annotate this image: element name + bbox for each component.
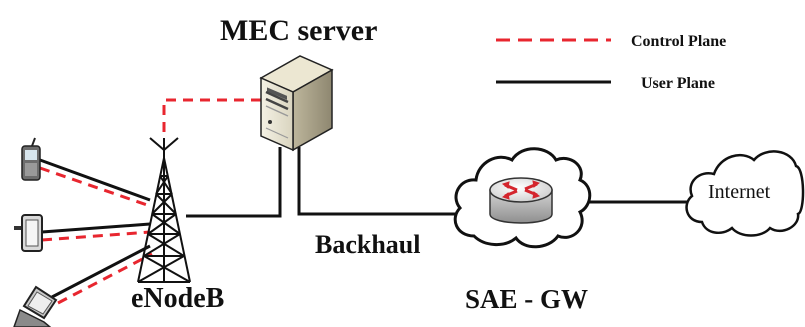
user-link-phone — [39, 158, 151, 202]
backhaul-label: Backhaul — [315, 230, 421, 259]
router-icon — [489, 177, 553, 224]
enodeb-label: eNodeB — [131, 283, 224, 314]
cloud-icon — [685, 150, 805, 237]
control-link-tablet — [41, 230, 151, 242]
legend: Control Plane User Plane — [496, 33, 726, 92]
user-link-tablet — [41, 222, 151, 234]
control-link-server-enodeb — [162, 98, 261, 135]
links — [39, 98, 690, 305]
user-link-laptop — [51, 244, 151, 299]
phone-icon — [21, 137, 41, 181]
legend-user-plane-label: User Plane — [641, 75, 715, 92]
sae-gw-label: SAE - GW — [465, 284, 588, 314]
internet-label: Internet — [708, 181, 771, 203]
internet-node: Internet — [685, 150, 805, 237]
legend-control-plane-label: Control Plane — [631, 33, 726, 50]
cell-tower-icon — [137, 137, 191, 283]
laptop-icon — [13, 285, 58, 327]
server-icon — [259, 55, 334, 152]
user-link-server-enodeb — [186, 147, 282, 218]
backhaul-link — [297, 147, 470, 216]
mec-server-label: MEC server — [220, 14, 377, 47]
sae-gw-node — [453, 147, 592, 249]
tablet-icon — [14, 214, 43, 252]
control-link-laptop — [57, 252, 153, 305]
control-link-phone — [39, 166, 151, 208]
